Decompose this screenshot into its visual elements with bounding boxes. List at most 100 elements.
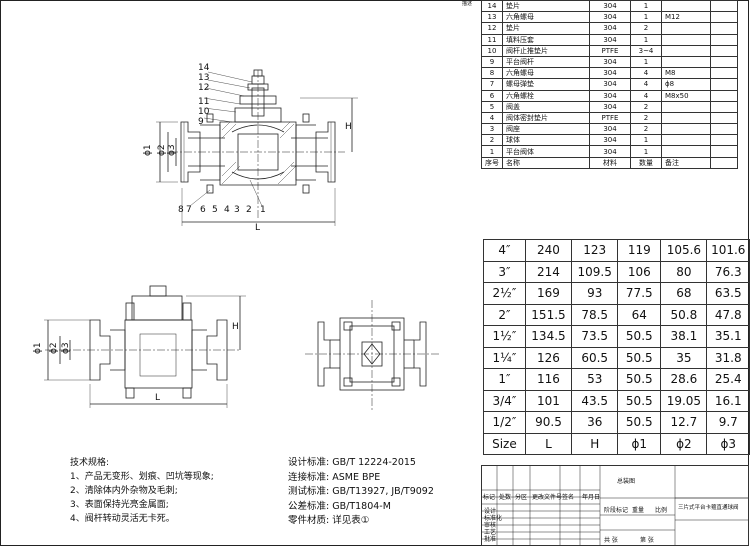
l-label-top: L [255,223,260,233]
balloon-6: 6 [200,205,206,215]
parts-cell: 1 [630,55,662,69]
parts-cell: 1 [630,33,662,46]
dimension-cell: 50.5 [617,346,662,369]
parts-cell: 304 [589,55,631,69]
dimension-cell: 1¼″ [483,346,526,369]
dimension-cell: 43.5 [571,389,619,412]
h-label-top: H [345,122,352,132]
parts-cell [710,33,738,46]
dimension-cell: 151.5 [524,303,573,326]
dimension-cell: 31.8 [706,346,750,369]
dimension-cell: 12.7 [660,411,708,434]
parts-cell [710,55,738,69]
parts-cell: 9 [481,55,503,69]
note-item: 1、产品无变形、划痕、凹坑等现象; [70,472,214,482]
dimension-cell: 63.5 [706,282,750,305]
parts-cell [710,67,738,80]
dimension-cell: 109.5 [571,260,619,283]
parts-cell: 304 [589,89,631,102]
tb-top-label: 处数 [499,494,512,501]
title-block [481,465,749,546]
parts-cell [710,11,738,24]
dimension-cell: 126 [524,346,573,369]
parts-cell: PTFE [589,111,631,125]
parts-cell: 平台阀杆 [502,55,590,69]
corner-label: 描述 [462,1,473,7]
dimension-cell: 2″ [483,303,526,326]
dimension-cell: 77.5 [617,282,662,305]
technical-notes: 技术规格: 1、产品无变形、划痕、凹坑等现象; 2、清除体内外杂物及毛刺; 3、… [70,456,214,526]
parts-cell [710,134,738,147]
balloon-12: 12 [198,83,209,93]
parts-cell: 填料压套 [502,33,590,46]
parts-cell: 13 [481,11,503,24]
dimension-cell: 76.3 [706,260,750,283]
parts-cell [710,0,738,13]
parts-cell [710,145,738,158]
parts-cell: 304 [589,100,631,113]
dimension-cell: 106 [617,260,662,283]
parts-cell: 304 [589,33,631,46]
dimension-cell: 73.5 [571,325,619,348]
phi1-label-top: ɸ1 [143,144,153,156]
balloon-4: 4 [224,205,230,215]
dimension-cell: 50.5 [617,389,662,412]
parts-cell: 阀体密封垫片 [502,111,590,125]
parts-cell [661,100,711,113]
phi1-label-front: ɸ1 [33,342,43,354]
parts-cell [661,111,711,125]
dimension-cell: 3″ [483,260,526,283]
parts-cell: 1 [630,145,662,158]
parts-cell [710,111,738,125]
title-block-grid [481,465,749,546]
parts-cell [710,22,738,35]
phi2-label-front: ɸ2 [49,342,59,354]
parts-header-row: 序号名称材料数量备注 [481,156,738,169]
tb-row-label: 审核 [484,522,497,529]
parts-cell: 14 [481,0,503,13]
dimension-cell: ɸ2 [660,432,708,455]
parts-cell [710,89,738,102]
parts-cell: 螺母弹垫 [502,78,590,91]
dimension-cell: ɸ3 [706,432,750,455]
parts-cell: 数量 [630,156,662,169]
parts-cell: 304 [589,11,631,24]
dimension-cell: 60.5 [571,346,619,369]
dimension-cell: 105.6 [660,239,708,262]
parts-cell: 六角螺母 [502,67,590,80]
parts-cell: 备注 [661,156,711,169]
dimension-cell: 2½″ [483,282,526,305]
tb-top-label: 年月日 [582,494,601,501]
balloon-14: 14 [198,63,210,73]
parts-cell: 304 [589,145,631,158]
sub-label: 总装图 [617,478,636,485]
dimension-cell: 3/4″ [483,389,526,412]
parts-cell: ɸ8 [661,78,711,91]
parts-cell [661,0,711,13]
parts-cell: 304 [589,78,631,91]
dimension-cell: 90.5 [524,411,573,434]
parts-cell: 1 [630,11,662,24]
phi3-label-top: ɸ3 [167,144,177,156]
phi3-label-front: ɸ3 [61,342,71,354]
standards-block: 设计标准: GB/T 12224-2015 连接标准: ASME BPE 测试标… [288,456,434,529]
parts-cell [710,123,738,136]
note-item: 4、阀杆转动灵活无卡死。 [70,514,175,524]
parts-cell: M12 [661,11,711,24]
parts-cell: 1 [630,134,662,147]
parts-cell: 球体 [502,134,590,147]
parts-cell: 4 [630,89,662,102]
parts-cell [661,123,711,136]
dimension-cell: 35.1 [706,325,750,348]
parts-cell: 1 [630,0,662,13]
parts-cell: 阀盖 [502,100,590,113]
balloon-9: 9 [198,117,204,127]
tb-right-label: 共 张 [604,537,618,544]
